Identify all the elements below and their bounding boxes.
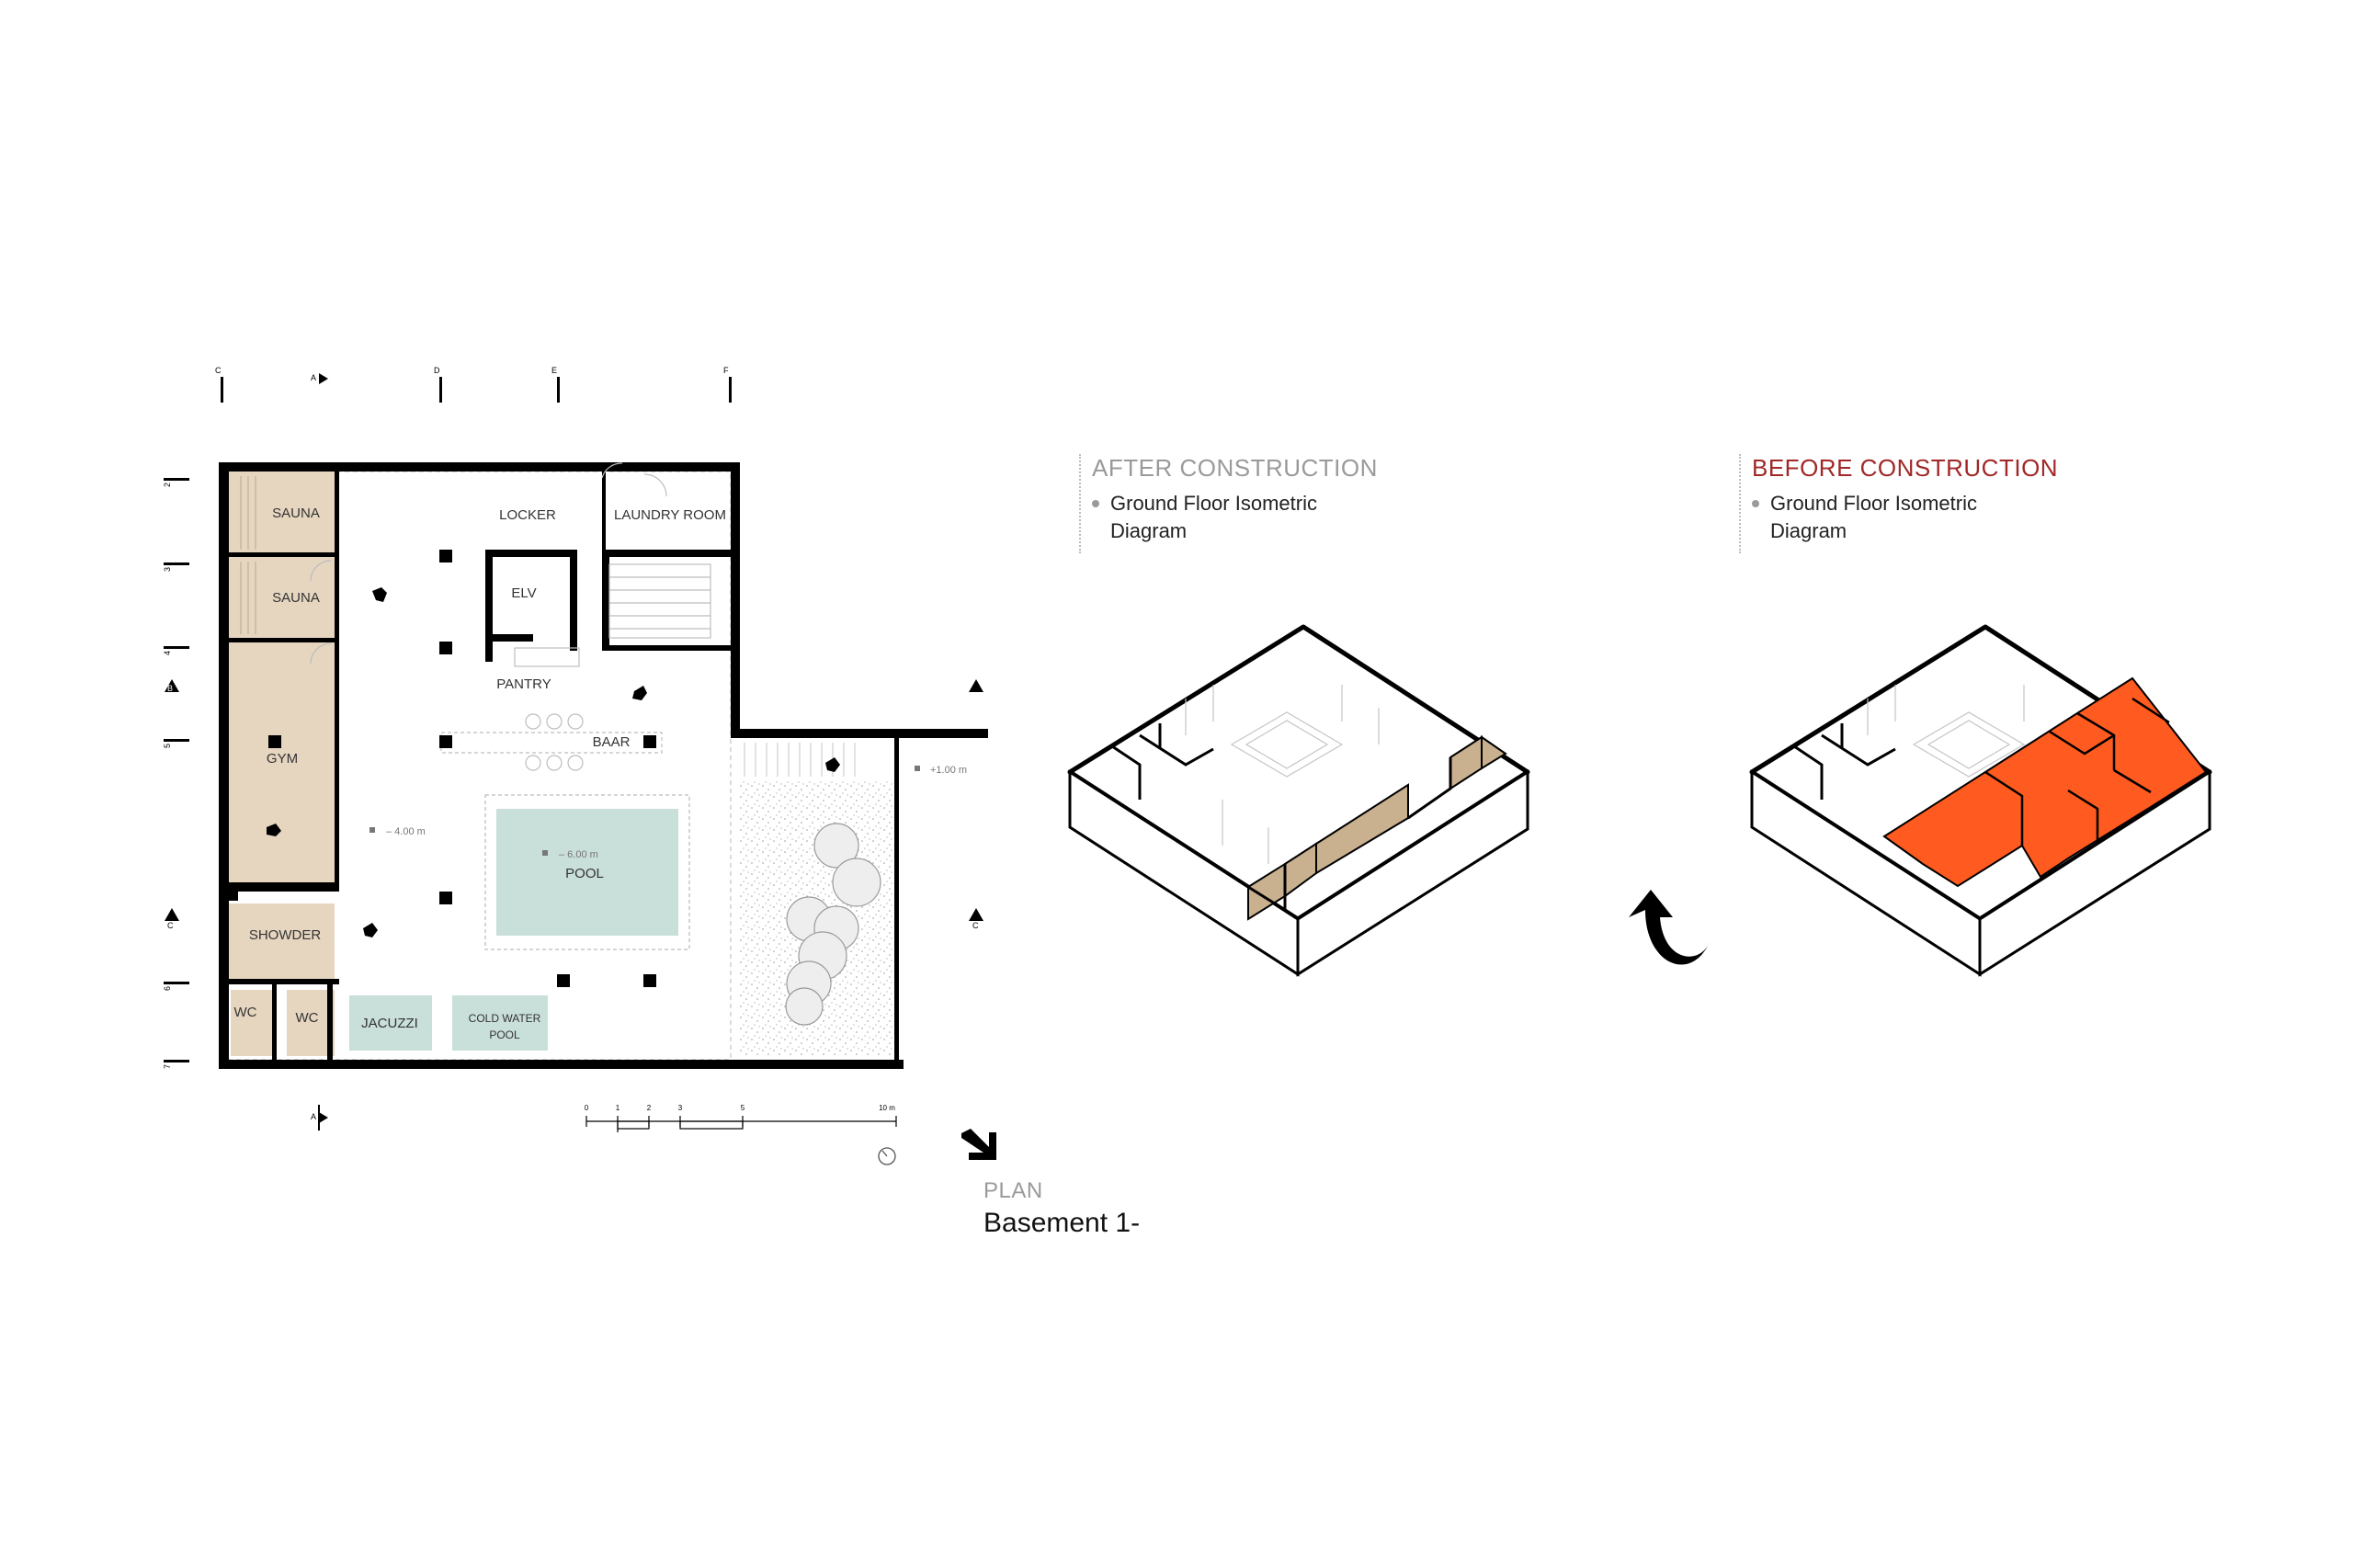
- caption-after-title: AFTER CONSTRUCTION: [1092, 454, 1378, 482]
- room-label-wc-2: WC: [296, 1010, 319, 1026]
- sauna-room-2: [229, 557, 335, 638]
- north-compass-icon: [878, 1147, 896, 1165]
- wc-room-2: [287, 990, 335, 1056]
- caption-after: AFTER CONSTRUCTION Ground Floor Isometri…: [1079, 454, 1378, 553]
- grid-axis-label-e: E: [551, 366, 557, 375]
- section-mark-left-c: C: [167, 921, 174, 930]
- grid-axis-label-c: C: [215, 366, 222, 375]
- section-mark-right-b: B: [972, 684, 978, 693]
- room-label-cold-pool-line1: COLD WATER: [469, 1012, 541, 1025]
- scale-tick-10: 10 m: [879, 1104, 895, 1112]
- caption-after-rule: [1079, 454, 1081, 553]
- grid-axis-label-a: A: [311, 373, 316, 382]
- grid-axis-label-6: 6: [163, 986, 172, 991]
- plan-kicker: PLAN: [983, 1178, 1043, 1203]
- grid-axis-label-4: 4: [163, 651, 172, 655]
- caption-before-item-text: Ground Floor Isometric Diagram: [1770, 492, 1977, 542]
- plan-title: Basement 1-: [983, 1208, 1141, 1238]
- bullet-dot-icon: [1092, 500, 1099, 507]
- grid-axis-label-7: 7: [163, 1064, 172, 1069]
- caption-after-item: Ground Floor Isometric Diagram: [1092, 490, 1349, 545]
- room-label-pool: POOL: [565, 866, 604, 881]
- level-mark-courtyard: +1.00 m: [930, 765, 967, 776]
- exterior-walls: [219, 462, 988, 1069]
- scale-tick-0: 0: [585, 1104, 589, 1112]
- grid-axis-label-3: 3: [163, 567, 172, 572]
- structural-columns: [268, 550, 656, 987]
- isometric-after: [1067, 624, 1530, 977]
- interior-walls: [229, 462, 731, 1060]
- showder-room: [229, 903, 335, 979]
- grid-axis-label-5: 5: [163, 744, 172, 748]
- courtyard: [740, 738, 894, 1060]
- room-label-jacuzzi: JACUZZI: [361, 1016, 418, 1031]
- room-label-showder: SHOWDER: [249, 927, 322, 943]
- room-label-bar: BAAR: [593, 734, 631, 750]
- grid-axis-label-f: F: [723, 366, 729, 375]
- grid-axis-label-2: 2: [163, 483, 172, 487]
- before-highlight-zone: [1882, 676, 2208, 888]
- room-label-wc-1: WC: [234, 1005, 257, 1020]
- wc-room-1: [231, 990, 272, 1056]
- floor-plan: C A D E F 2 3 4 5 6 7 B C B: [163, 366, 988, 1165]
- jacuzzi-basin: [349, 995, 432, 1051]
- sauna-room-1: [229, 472, 335, 552]
- isometric-before: [1749, 624, 2212, 977]
- section-mark-right-c: C: [972, 921, 979, 930]
- scale-tick-1: 1: [616, 1104, 620, 1112]
- grid-axis-label-d: D: [434, 366, 440, 375]
- grid-axis-label-a-bottom: A: [311, 1112, 316, 1121]
- plan-pointer-arrow-icon: [961, 1129, 996, 1160]
- room-label-gym: GYM: [267, 751, 298, 767]
- section-mark-left-b: B: [167, 684, 173, 693]
- room-label-locker: LOCKER: [499, 507, 556, 523]
- gym-room: [229, 642, 335, 882]
- cold-water-pool-basin: [452, 995, 548, 1051]
- caption-before: BEFORE CONSTRUCTION Ground Floor Isometr…: [1739, 454, 2059, 553]
- room-label-laundry: LAUNDRY ROOM: [614, 507, 726, 523]
- plan-label: PLAN Basement 1-: [983, 1178, 1140, 1239]
- section-marks: B C B C A: [165, 679, 983, 1131]
- caption-after-item-text: Ground Floor Isometric Diagram: [1110, 492, 1317, 542]
- level-mark-pool: – 6.00 m: [559, 849, 598, 860]
- room-label-cold-pool-line2: POOL: [489, 1028, 520, 1041]
- scale-bar: 0 1 2 3 5 10 m: [585, 1104, 897, 1165]
- grid-axes-top: C A D E F: [215, 366, 732, 403]
- pool-surround: [484, 794, 690, 950]
- level-mark-main: – 4.00 m: [386, 826, 426, 837]
- people-figures: [267, 587, 840, 937]
- room-label-elevator: ELV: [511, 585, 536, 601]
- caption-before-item: Ground Floor Isometric Diagram: [1752, 490, 2009, 545]
- scale-tick-5: 5: [741, 1104, 745, 1112]
- bullet-dot-icon: [1752, 500, 1759, 507]
- scale-tick-3: 3: [678, 1104, 683, 1112]
- room-label-sauna-1: SAUNA: [272, 506, 320, 521]
- caption-before-title: BEFORE CONSTRUCTION: [1752, 454, 2059, 482]
- room-label-sauna-2: SAUNA: [272, 590, 320, 606]
- pool-basin: [496, 809, 678, 936]
- caption-before-rule: [1739, 454, 1741, 553]
- room-label-pantry: PANTRY: [496, 676, 551, 692]
- transition-arrow-icon: [1629, 890, 1710, 965]
- grid-axes-left: 2 3 4 5 6 7: [163, 478, 189, 1069]
- scale-tick-2: 2: [647, 1104, 652, 1112]
